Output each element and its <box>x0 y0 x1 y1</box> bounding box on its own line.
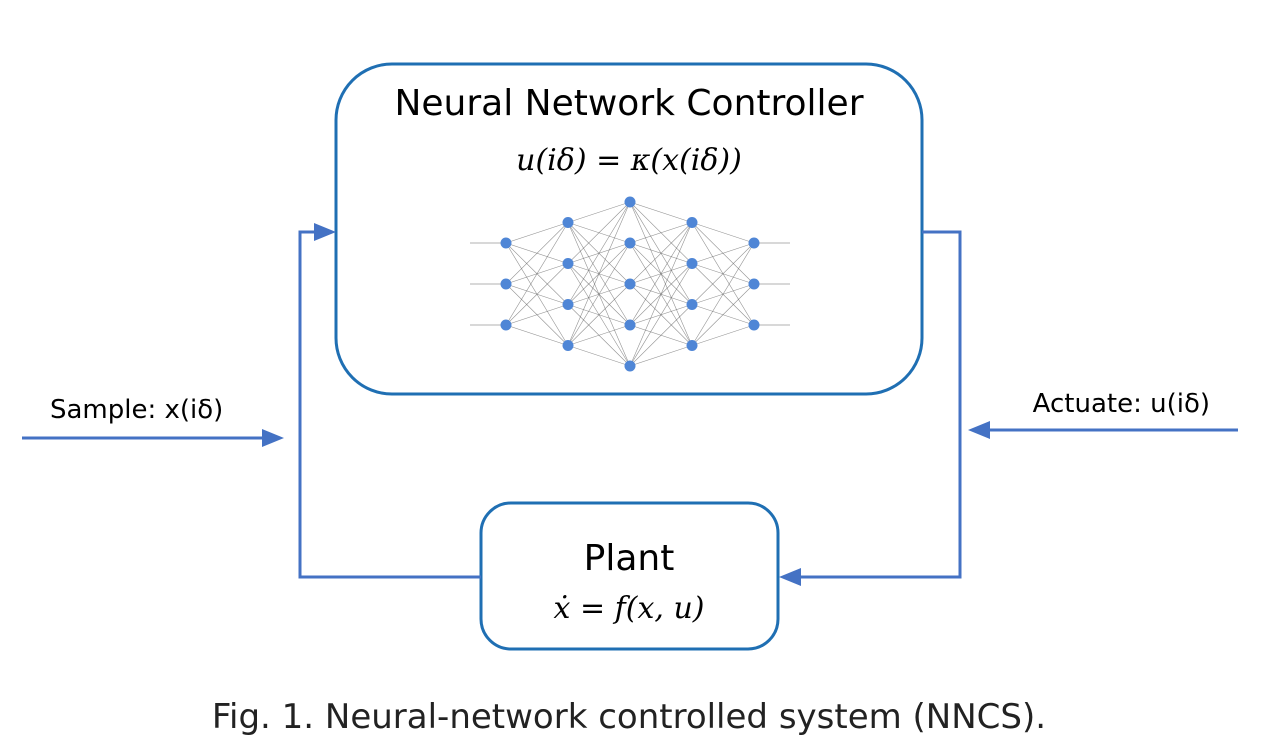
nn-edge <box>505 263 569 326</box>
sample-label: Sample: x(iδ) <box>50 395 223 425</box>
nn-edge <box>629 222 693 285</box>
nn-edge <box>505 304 569 326</box>
nn-node <box>686 258 698 269</box>
nn-edge <box>567 345 631 367</box>
nn-node <box>562 340 574 351</box>
nn-edge <box>567 201 631 264</box>
nn-edge <box>691 222 755 244</box>
nn-node <box>624 360 636 372</box>
nn-node <box>748 278 760 290</box>
controller-box <box>334 62 924 396</box>
controller-equation: u(iδ) = κ(x(iδ)) <box>516 143 742 178</box>
nn-edge <box>691 242 755 346</box>
nn-edge <box>567 242 631 346</box>
nn-node <box>500 237 512 249</box>
nn-edge <box>505 222 569 285</box>
plant-title: Plant <box>584 538 675 579</box>
nn-edge <box>691 283 755 346</box>
nn-edge <box>629 201 693 223</box>
nn-edge <box>629 222 693 244</box>
nn-node <box>624 196 636 208</box>
nn-edge <box>505 324 569 346</box>
nn-edge <box>691 324 755 346</box>
nn-node <box>624 237 636 249</box>
sample-arrowhead <box>262 429 284 447</box>
nn-edge <box>567 283 631 346</box>
nn-edge <box>629 263 693 367</box>
actuate-arrowhead <box>968 421 990 439</box>
neural-network-graphic <box>470 196 790 372</box>
nn-edge <box>629 222 693 367</box>
nn-edge <box>629 345 693 367</box>
controller-input-arrowhead <box>314 223 336 241</box>
nn-node <box>686 217 698 228</box>
nn-node <box>686 299 698 310</box>
nn-edge <box>505 222 569 326</box>
nn-edge <box>691 242 755 264</box>
nn-node <box>562 217 574 228</box>
right-feedback-line <box>797 230 962 579</box>
plant-equation: ẋ = f(x, u) <box>554 591 705 626</box>
nn-node <box>562 299 574 310</box>
figure-caption: Fig. 1. Neural-network controlled system… <box>212 697 1046 737</box>
nn-edge <box>691 242 755 305</box>
plant-input-arrowhead <box>779 568 801 586</box>
controller-title: Neural Network Controller <box>394 83 863 124</box>
nn-edge <box>629 304 693 367</box>
nn-node <box>500 278 512 290</box>
nn-node <box>748 319 760 331</box>
nn-edge <box>567 201 631 223</box>
nn-edge <box>567 201 631 305</box>
nn-node <box>562 258 574 269</box>
nn-node <box>624 319 636 331</box>
nn-node <box>624 278 636 290</box>
nn-edge <box>505 222 569 244</box>
actuate-label: Actuate: u(iδ) <box>1033 389 1210 419</box>
left-feedback-line <box>298 230 481 579</box>
nn-edge <box>629 222 693 326</box>
nn-node <box>500 319 512 331</box>
nn-edge <box>567 324 631 346</box>
nn-node <box>686 340 698 351</box>
nn-edge <box>567 201 631 346</box>
nn-node <box>748 237 760 249</box>
